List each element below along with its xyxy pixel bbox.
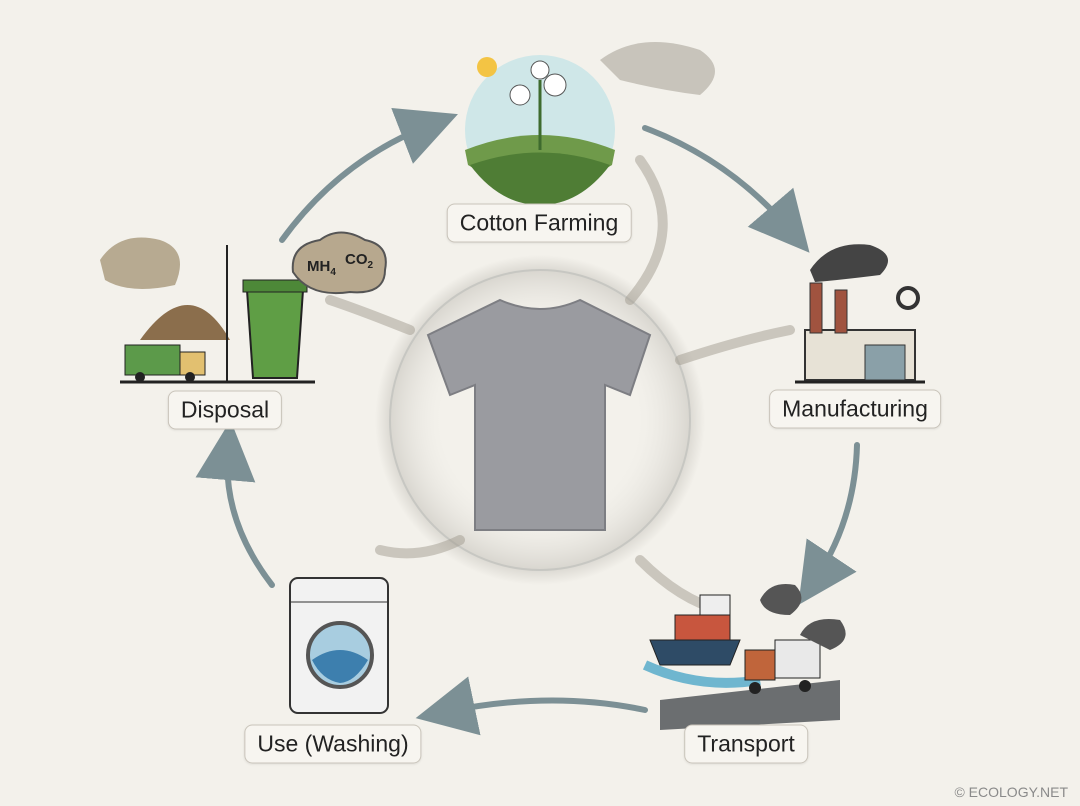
co2-text: CO [345, 251, 368, 268]
co2-label: CO2 [345, 251, 373, 271]
cycle-arrows [195, 107, 860, 736]
washing-machine-illustration [289, 577, 389, 714]
smoke-trails [325, 155, 795, 615]
stage-label-cotton-farming: Cotton Farming [446, 203, 632, 243]
haze-ring [389, 269, 691, 571]
sun-icon [477, 57, 497, 77]
gear-icon [896, 286, 920, 310]
arrow-farming-to-manufacturing [642, 125, 810, 253]
arrow-manufacturing-to-transport [798, 442, 860, 605]
stage-label-manufacturing: Manufacturing [769, 389, 941, 429]
transport-illustration [642, 584, 846, 730]
disposal-illustration [100, 231, 387, 384]
stage-label-transport: Transport [684, 724, 808, 764]
factory-illustration [795, 244, 925, 384]
gas-cloud [291, 231, 387, 295]
arrow-transport-to-use [415, 676, 648, 736]
arrow-disposal-to-farming [279, 107, 458, 243]
methane-text: MH [307, 258, 331, 275]
methane-label: MH4 [307, 258, 336, 278]
co2-subscript: 2 [367, 260, 374, 271]
arrow-use-to-disposal [195, 420, 275, 588]
recycling-bin-icon [245, 289, 305, 379]
stage-label-use-washing: Use (Washing) [244, 724, 422, 764]
methane-subscript: 4 [330, 267, 336, 278]
t-shirt [426, 298, 652, 531]
watermark: © ECOLOGY.NET [954, 784, 1068, 800]
stage-label-disposal: Disposal [167, 390, 283, 430]
cotton-farming-illustration [465, 42, 715, 205]
